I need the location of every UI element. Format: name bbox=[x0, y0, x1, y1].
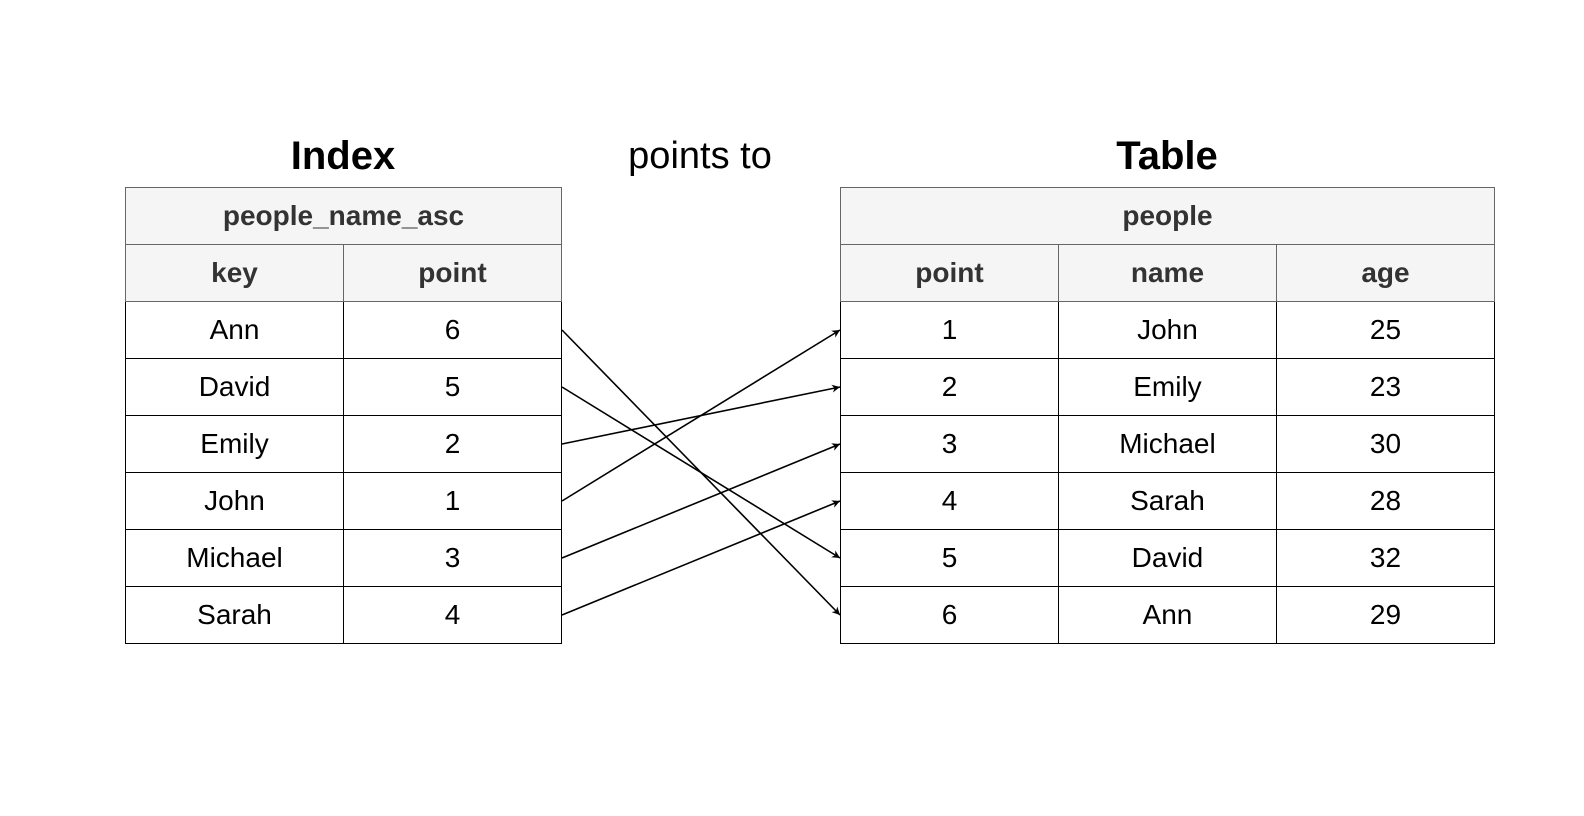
index-col-key-header: key bbox=[125, 244, 344, 302]
index-row: David 5 bbox=[125, 358, 562, 416]
index-point-cell: 4 bbox=[343, 586, 562, 644]
people-row: 2 Emily 23 bbox=[840, 358, 1496, 416]
index-point-cell: 1 bbox=[343, 472, 562, 530]
pointer-arrow bbox=[561, 329, 841, 616]
points-to-label: points to bbox=[628, 135, 772, 177]
people-point-cell: 4 bbox=[840, 472, 1059, 530]
people-row: 6 Ann 29 bbox=[840, 586, 1496, 644]
people-point-cell: 1 bbox=[840, 301, 1059, 359]
index-row: Emily 2 bbox=[125, 415, 562, 473]
people-name-cell: David bbox=[1057, 529, 1277, 587]
index-key-cell: John bbox=[125, 472, 344, 530]
pointer-arrow bbox=[561, 443, 841, 559]
people-name-header: people bbox=[840, 187, 1495, 245]
index-row: Ann 6 bbox=[125, 301, 562, 359]
pointer-arrow bbox=[561, 386, 841, 559]
people-row: 1 John 25 bbox=[840, 301, 1496, 359]
pointer-arrow bbox=[561, 329, 841, 502]
index-table: people_name_asc key point Ann 6 David 5 … bbox=[125, 187, 562, 644]
people-point-cell: 6 bbox=[840, 586, 1059, 644]
index-key-cell: David bbox=[125, 358, 344, 416]
people-name-cell: John bbox=[1057, 301, 1277, 359]
index-key-cell: Sarah bbox=[125, 586, 344, 644]
people-age-cell: 28 bbox=[1275, 472, 1496, 530]
people-table: people point name age 1 John 25 2 Emily … bbox=[840, 187, 1496, 644]
people-row: 3 Michael 30 bbox=[840, 415, 1496, 473]
pointer-arrow bbox=[561, 500, 841, 616]
index-key-cell: Emily bbox=[125, 415, 344, 473]
index-title: Index bbox=[290, 134, 396, 178]
people-col-name-header: name bbox=[1057, 244, 1277, 302]
people-age-cell: 30 bbox=[1275, 415, 1496, 473]
people-point-cell: 3 bbox=[840, 415, 1059, 473]
index-row: Sarah 4 bbox=[125, 586, 562, 644]
index-point-cell: 5 bbox=[343, 358, 562, 416]
people-age-cell: 32 bbox=[1275, 529, 1496, 587]
people-row: 4 Sarah 28 bbox=[840, 472, 1496, 530]
index-key-cell: Michael bbox=[125, 529, 344, 587]
people-name-cell: Michael bbox=[1057, 415, 1277, 473]
index-point-cell: 2 bbox=[343, 415, 562, 473]
people-col-age-header: age bbox=[1275, 244, 1496, 302]
index-point-cell: 3 bbox=[343, 529, 562, 587]
people-name-cell: Emily bbox=[1057, 358, 1277, 416]
index-row: John 1 bbox=[125, 472, 562, 530]
index-name-header: people_name_asc bbox=[125, 187, 562, 245]
people-name-cell: Ann bbox=[1057, 586, 1277, 644]
people-point-cell: 5 bbox=[840, 529, 1059, 587]
people-col-point-header: point bbox=[840, 244, 1059, 302]
index-col-point-header: point bbox=[343, 244, 562, 302]
people-age-cell: 23 bbox=[1275, 358, 1496, 416]
people-point-cell: 2 bbox=[840, 358, 1059, 416]
people-name-cell: Sarah bbox=[1057, 472, 1277, 530]
table-title: Table bbox=[1116, 134, 1218, 178]
people-age-cell: 25 bbox=[1275, 301, 1496, 359]
index-point-cell: 6 bbox=[343, 301, 562, 359]
index-key-cell: Ann bbox=[125, 301, 344, 359]
pointer-arrow bbox=[561, 384, 841, 445]
people-age-cell: 29 bbox=[1275, 586, 1496, 644]
index-row: Michael 3 bbox=[125, 529, 562, 587]
people-row: 5 David 32 bbox=[840, 529, 1496, 587]
